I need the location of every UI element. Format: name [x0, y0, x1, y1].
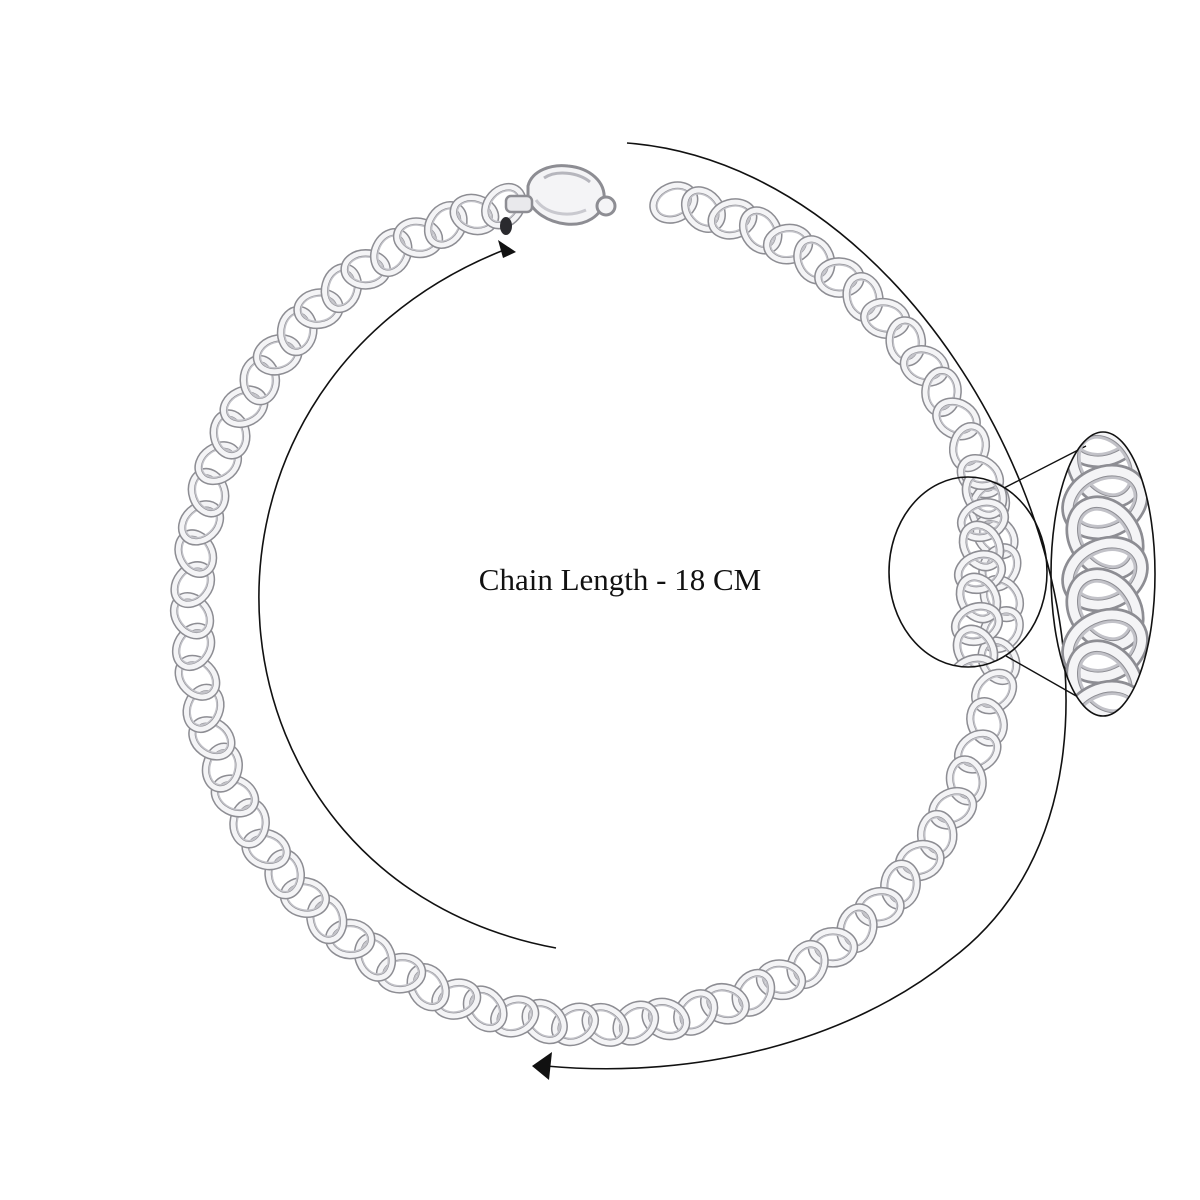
outer-measure-arc [545, 142, 1067, 1070]
chain-link [958, 520, 1005, 572]
arrowhead-icon [532, 1052, 552, 1080]
chain-link [481, 182, 527, 230]
chain-link [947, 653, 1001, 667]
tag-charm-icon [500, 217, 512, 235]
chain-link [953, 549, 1007, 595]
zoom-connector-top [1003, 445, 1087, 489]
arrowhead-icon [498, 240, 516, 258]
inner-measure-arc [258, 249, 557, 949]
chain-link [955, 572, 1002, 624]
chain-length-caption: Chain Length - 18 CM [478, 562, 762, 597]
bracelet-chain [169, 181, 1025, 1047]
focus-circle [888, 476, 1048, 668]
lobster-clasp-icon [500, 164, 617, 235]
chain-link [956, 497, 1010, 543]
